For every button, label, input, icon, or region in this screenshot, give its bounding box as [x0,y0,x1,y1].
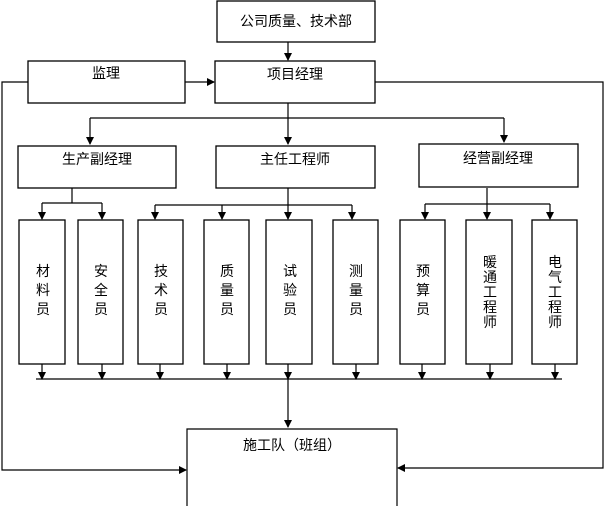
staff-box-5: 测量员 [332,219,379,365]
node-project-manager: 项目经理 [214,60,376,104]
staff-label-5: 测量员 [347,264,363,321]
node-business-deputy: 经营副经理 [418,143,579,188]
staff-box-0: 材料员 [18,219,66,365]
node-production-deputy-label: 生产副经理 [62,152,132,168]
staff-box-1: 安全员 [77,219,124,365]
node-chief-engineer: 主任工程师 [215,145,376,189]
staff-label-7: 暖通工程师 [481,255,497,330]
node-production-deputy: 生产副经理 [17,145,177,189]
node-construction-team-frame [186,428,398,506]
node-business-deputy-label: 经营副经理 [463,151,533,167]
arrow-supervisor-to-team [1,81,187,474]
staff-label-4: 试验员 [281,264,297,321]
staff-box-2: 技术员 [137,219,184,365]
staff-box-8: 电气工程师 [531,219,578,365]
staff-label-3: 质量员 [218,264,234,321]
staff-box-4: 试验员 [265,219,313,365]
staff-label-1: 安全员 [92,264,108,321]
staff-box-3: 质量员 [203,219,250,365]
staff-box-7: 暖通工程师 [465,219,513,365]
node-company-dept-label: 公司质量、技术部 [240,14,352,30]
connectors [1,42,604,474]
node-construction-team: 施工队（班组） [186,428,398,506]
staff-boxes: 材料员 安全员 技术员 质量员 试验员 测量员 预算员 暖通工程师 [18,219,578,365]
node-supervisor-label: 监理 [92,66,120,82]
node-project-manager-label: 项目经理 [267,67,323,83]
staff-label-8: 电气工程师 [546,255,562,330]
node-construction-team-label: 施工队（班组） [243,438,341,454]
node-supervisor: 监理 [27,60,186,104]
staff-box-6: 预算员 [399,219,446,365]
arrow-pm-to-team [375,81,604,472]
staff-label-6: 预算员 [414,264,430,321]
staff-label-2: 技术员 [152,264,168,321]
node-chief-engineer-label: 主任工程师 [260,152,330,168]
staff-label-0: 材料员 [34,264,50,321]
node-company-dept: 公司质量、技术部 [216,0,376,43]
